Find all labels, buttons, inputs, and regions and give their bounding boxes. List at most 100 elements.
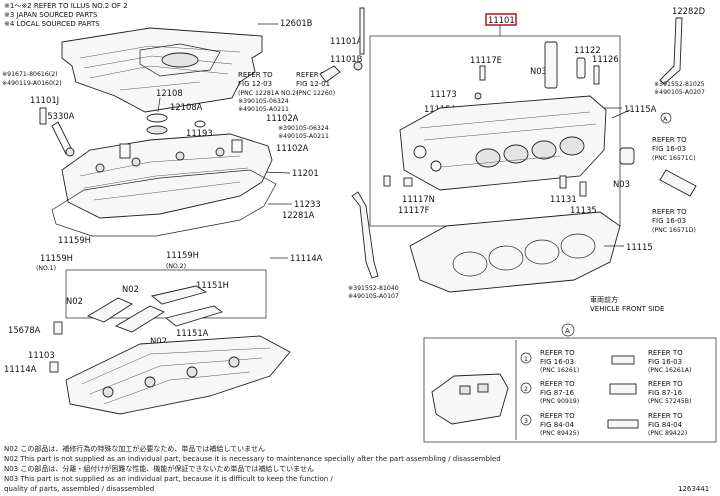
inset-refer2-line3: (PNC 90919)	[540, 398, 579, 405]
inset-refer1r-line1: REFER TO	[648, 349, 683, 357]
footnote-n03-en-1: N03 This part is not supplied as an indi…	[4, 475, 333, 483]
label-15330A: 15330A	[42, 111, 75, 121]
inset-refer1r-line2: FIG 16-03	[648, 358, 682, 366]
vehicle-front-jp: 車両前方	[590, 295, 618, 304]
label-11151A: 11151A	[176, 328, 209, 338]
inset-num-2: 2	[524, 386, 528, 393]
label-12601B: 12601B	[280, 18, 313, 28]
label-N02b: N02	[150, 336, 167, 346]
label-11151H: 11151H	[196, 280, 229, 290]
oil-filler-cap	[146, 113, 168, 123]
inset-refer3r-line2: FIG 84-04	[648, 421, 683, 429]
refer-16-03a-line3: (PNC 16571C)	[652, 155, 695, 162]
label-11102A: 11102A	[266, 113, 299, 123]
label-11101J: 11101J	[30, 95, 59, 105]
label-N03b: N03	[613, 179, 630, 189]
label-91552-81040: ※391552-81040	[348, 285, 399, 292]
camshaft-housing	[65, 335, 291, 415]
inset-refer3r-line3: (PNC 89422)	[648, 430, 687, 437]
label-90105-A0211b: ※490105-A0211	[278, 133, 329, 140]
label-12108A: 12108A	[170, 102, 203, 112]
label-11131: 11131	[550, 194, 577, 204]
inset-refer2r-line1: REFER TO	[648, 380, 683, 388]
header-note-3: ※4 LOCAL SOURCED PARTS	[4, 20, 100, 28]
cylinder-head	[399, 95, 607, 191]
label-11115A-right: 11115A	[624, 104, 657, 114]
footnote-n03-en-2: quality of parts, assembled / disassembl…	[4, 485, 154, 493]
refer-16-03b-line1: REFER TO	[652, 208, 687, 216]
refer-12-01-line2: FIG 12-01	[296, 80, 330, 88]
footnote-n03-jp: N03 この部品は、分離・組付けが困難な性能、機能が保証できないため単品では補給…	[4, 464, 314, 473]
vehicle-front-en: VEHICLE FRONT SIDE	[590, 305, 664, 313]
label-91552-81025: ※391552-81025	[654, 81, 705, 88]
label-11193: 11193	[186, 128, 213, 138]
stud-bolt	[359, 7, 365, 55]
label-11117E: 11117E	[470, 55, 502, 65]
inset-num-3: 3	[524, 418, 528, 425]
inset-refer2r-line3: (PNC 57245B)	[648, 398, 691, 405]
label-N02c: N02	[66, 296, 83, 306]
label-15678A: 15678A	[8, 325, 41, 335]
inset-refer3-line3: (PNC 89425)	[540, 430, 579, 437]
label-12108: 12108	[156, 88, 183, 98]
label-11122: 11122	[574, 45, 601, 55]
label-11101: 11101	[488, 15, 515, 25]
refer-12-01-line3: (PNC 12260)	[296, 90, 335, 97]
refer-12-03-line3: (PNC 12281A NO.2)	[238, 90, 299, 97]
label-90105-A0107: ※490105-A0107	[348, 293, 399, 300]
cam-sensor-part	[619, 147, 635, 165]
head-cover-gasket	[51, 169, 277, 237]
inset-num-1: 1	[524, 356, 528, 363]
label-11159H-c: 11159H	[166, 250, 199, 260]
inset-refer1-line2: FIG 16-03	[540, 358, 574, 366]
footnote-n02-en: N02 This part is not supplied as an indi…	[4, 455, 501, 463]
refer-12-03-line2: FIG 12-03	[238, 80, 272, 88]
camshaft-bearing-caps	[86, 285, 223, 333]
label-11135: 11135	[570, 205, 597, 215]
inset-panel	[423, 337, 717, 443]
label-11115: 11115	[626, 242, 653, 252]
inset-refer1-line3: (PNC 16261)	[540, 367, 579, 374]
label-11159H-b: 11159H	[40, 253, 73, 263]
oil-control-valve	[39, 107, 75, 157]
label-11159H-a: 11159H	[58, 235, 91, 245]
label-11102A-2: 11102A	[276, 143, 309, 153]
refer-12-01-line1: REFER TO	[296, 71, 331, 79]
refer-16-03a-line1: REFER TO	[652, 136, 687, 144]
label-12282D: 12282D	[672, 6, 705, 16]
cylinder-head-cover	[61, 133, 273, 219]
label-11159H-no2: (NO.2)	[166, 263, 186, 270]
inset-refer2-line2: FIG 87-16	[540, 389, 575, 397]
label-90105-06324b: ※390105-06324	[278, 125, 329, 132]
header-note-1: ※1〜※2 REFER TO ILLUS NO.2 OF 2	[4, 2, 128, 10]
inset-engine-sketch	[431, 373, 509, 425]
inset-refer3r-line1: REFER TO	[648, 412, 683, 420]
label-11173: 11173	[430, 89, 457, 99]
inset-marker-A: A	[565, 327, 570, 335]
label-11114A-b: 11114A	[4, 364, 37, 374]
inset-refer1-line1: REFER TO	[540, 349, 575, 357]
header-note-2: ※3 JAPAN SOURCED PARTS	[4, 11, 98, 19]
label-90105-A0207: ※490105-A0207	[654, 89, 705, 96]
inset-refer2r-line2: FIG 87-16	[648, 389, 683, 397]
label-11101B: 11101B	[330, 54, 363, 64]
label-11233: 11233	[294, 199, 321, 209]
refer-12-03-line1: REFER TO	[238, 71, 273, 79]
label-11117F: 11117F	[398, 205, 430, 215]
refer-16-03a-line2: FIG 16-03	[652, 145, 686, 153]
cam-bearing-part	[544, 41, 558, 89]
label-90119: ※490119-A0160(2)	[2, 80, 62, 87]
label-N02a: N02	[122, 284, 139, 294]
inset-refer3-line2: FIG 84-04	[540, 421, 575, 429]
label-11114A: 11114A	[290, 253, 323, 263]
refer-16-03b-line3: (PNC 16571D)	[652, 227, 696, 234]
dipstick-guide-bracket	[351, 191, 379, 279]
label-N03a: N03	[530, 66, 547, 76]
label-11126: 11126	[592, 54, 619, 64]
engine-hanger-bracket	[659, 17, 683, 85]
cylinder-head-gasket	[409, 211, 621, 293]
label-11201: 11201	[292, 168, 319, 178]
label-11103: 11103	[28, 350, 55, 360]
inset-refer3-line1: REFER TO	[540, 412, 575, 420]
